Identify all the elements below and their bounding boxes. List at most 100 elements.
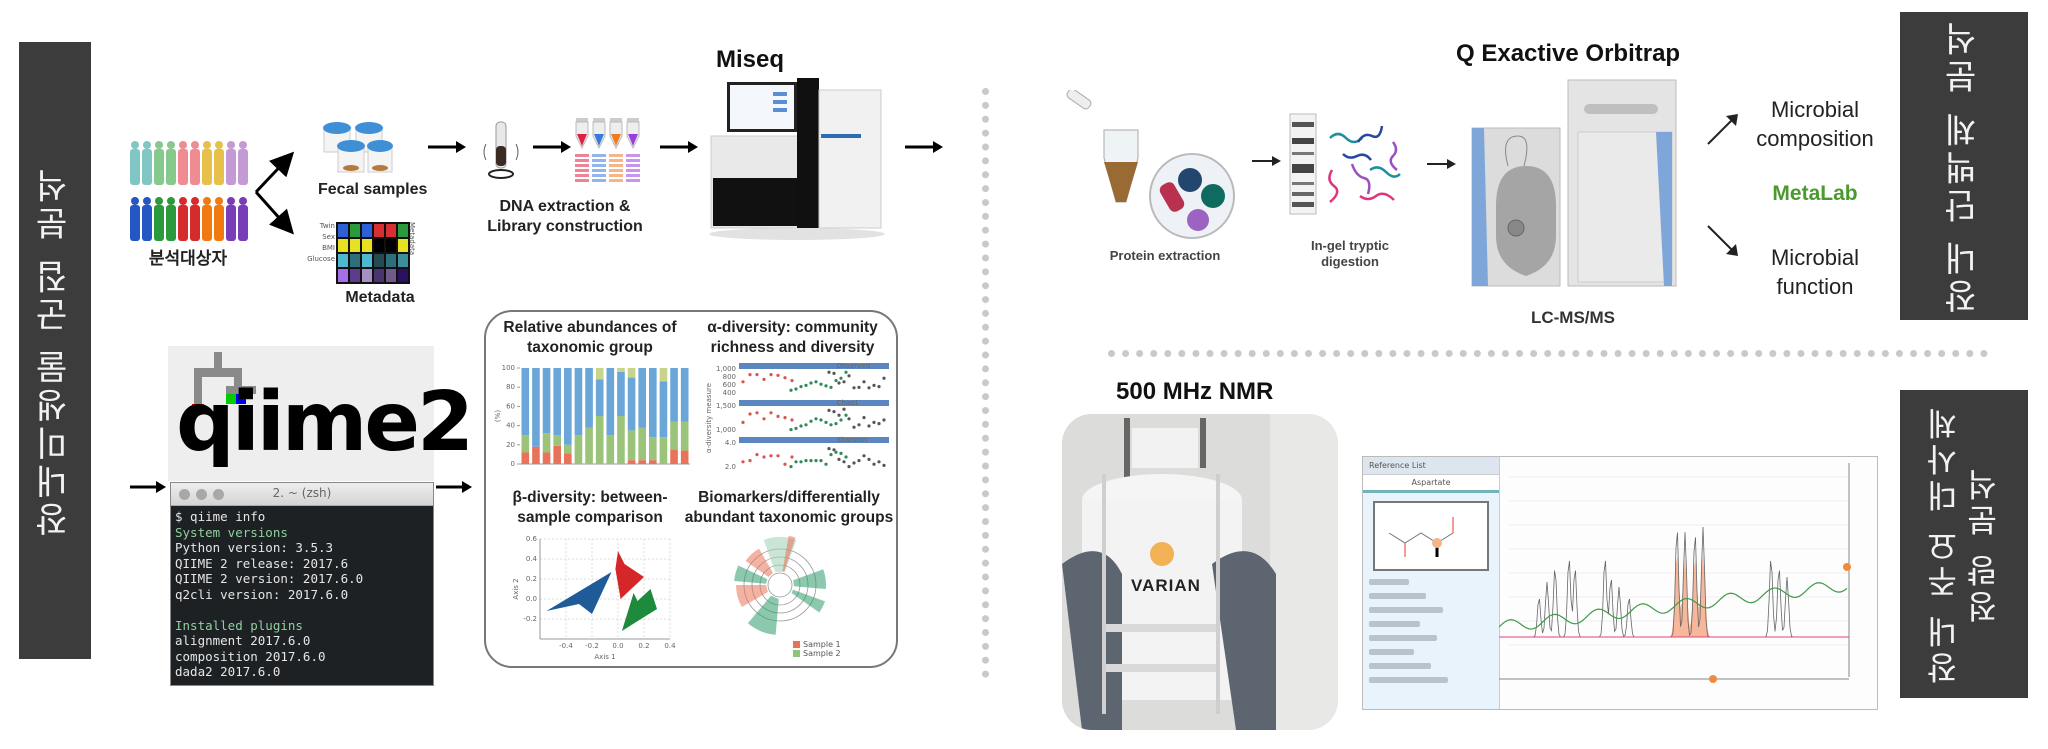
clade-ring	[767, 572, 793, 598]
data-point	[783, 462, 787, 466]
library-band	[575, 174, 589, 177]
vertical-divider	[982, 88, 989, 678]
data-point	[755, 411, 759, 415]
y-axis-label: (%)	[494, 410, 502, 422]
nmr-software-window: Reference List Aspartate	[1362, 456, 1878, 710]
digestion-label: In-gel tryptic digestion	[1290, 238, 1410, 271]
tube-cap	[610, 118, 622, 122]
person-icon	[214, 149, 224, 185]
data-point	[882, 463, 886, 467]
person-icon	[190, 149, 200, 185]
lcms-label: LC-MS/MS	[1530, 308, 1616, 327]
group-hull-blue	[546, 572, 612, 614]
miseq-sequencer-icon	[709, 78, 885, 240]
window-close-button[interactable]	[179, 489, 190, 500]
data-point	[877, 460, 881, 464]
data-point	[804, 383, 808, 387]
library-band	[626, 164, 640, 167]
data-point	[794, 387, 798, 391]
centrifuge-tube-icon	[483, 121, 519, 179]
data-point	[852, 461, 856, 465]
heatmap-cell	[398, 269, 408, 282]
y-tick-label: 100	[502, 364, 515, 372]
property-row	[1369, 649, 1414, 655]
biomarker-title-line2: abundant taxonomic groups	[684, 509, 894, 527]
tube-liquid	[611, 134, 621, 146]
terminal-line: $ qiime info	[175, 509, 266, 524]
bar-segment	[564, 444, 572, 454]
terminal-line: Installed plugins	[175, 617, 303, 633]
person-icon	[131, 141, 139, 149]
bar-segment	[606, 368, 615, 436]
window-minimize-button[interactable]	[196, 489, 207, 500]
arrow-right-icon	[1252, 156, 1281, 166]
bar-segment	[638, 368, 646, 428]
property-row	[1369, 607, 1443, 613]
person-icon	[226, 149, 236, 185]
data-point	[842, 380, 846, 384]
person-icon	[214, 205, 224, 241]
protein-extraction-icon	[1066, 90, 1235, 239]
data-point	[789, 388, 793, 392]
window-zoom-button[interactable]	[213, 489, 224, 500]
person-icon	[191, 197, 199, 205]
person-icon	[202, 205, 212, 241]
heatmap-cell	[338, 269, 348, 282]
terminal-line: System versions	[175, 524, 288, 540]
tube-cap	[576, 118, 588, 122]
person-icon	[239, 197, 247, 205]
library-band	[575, 159, 589, 162]
reference-list-header[interactable]: Reference List	[1363, 457, 1499, 475]
bar-segment	[564, 453, 572, 464]
facet-label: Chao1	[837, 399, 859, 407]
section-label-proteomics: 장내 단백체 분석	[1900, 12, 2028, 320]
section-label-line1: 장내 주요 대사체	[1925, 403, 1963, 685]
data-point	[872, 462, 876, 466]
data-point	[837, 381, 841, 385]
alpha-title-line1: α-diversity: community	[707, 319, 878, 336]
alpha-diversity-title: α-diversity: community richness and dive…	[690, 318, 895, 358]
property-row	[1369, 635, 1437, 641]
bar-segment	[595, 379, 604, 416]
y-tick-label: 20	[506, 441, 515, 449]
clade-highlight	[782, 535, 796, 572]
data-point	[819, 459, 823, 463]
data-point	[790, 379, 794, 383]
bar-segment	[638, 427, 646, 461]
bar-segment	[553, 445, 561, 464]
legend-label: Sample 2	[803, 649, 841, 658]
tube-liquid	[594, 134, 604, 146]
bar-segment	[585, 368, 593, 428]
person-icon	[190, 205, 200, 241]
library-band	[592, 164, 606, 167]
data-point	[814, 417, 818, 421]
group-hull-red	[615, 551, 644, 599]
facet-strip	[739, 437, 889, 443]
terminal-line: q2cli version: 2017.6.0	[175, 586, 349, 602]
bar-segment	[521, 435, 530, 453]
terminal-titlebar: 2. ~ (zsh)	[171, 483, 433, 506]
bar-segment	[670, 368, 678, 422]
data-point	[852, 425, 856, 429]
data-point	[829, 453, 833, 457]
person-icon	[226, 205, 236, 241]
data-point	[839, 451, 843, 455]
data-point	[783, 416, 787, 420]
data-point	[824, 462, 828, 466]
bar-segment	[680, 421, 689, 451]
heatmap-cell	[338, 254, 348, 267]
person-icon	[203, 141, 211, 149]
nmr-spectrum-chart	[1499, 463, 1851, 683]
data-point	[827, 370, 831, 374]
protein-extraction-label: Protein extraction	[1109, 248, 1221, 263]
bar-segment	[670, 449, 678, 464]
terminal-line: QIIME 2 release: 2017.6	[175, 555, 349, 571]
library-band	[609, 169, 623, 172]
y-tick-label: 1,000	[716, 426, 736, 434]
data-point	[769, 373, 773, 377]
data-point	[857, 385, 861, 389]
bar-segment	[553, 368, 561, 436]
beta-diversity-title: β-diversity: between- sample comparison	[490, 488, 690, 528]
bar-segment	[627, 377, 636, 431]
